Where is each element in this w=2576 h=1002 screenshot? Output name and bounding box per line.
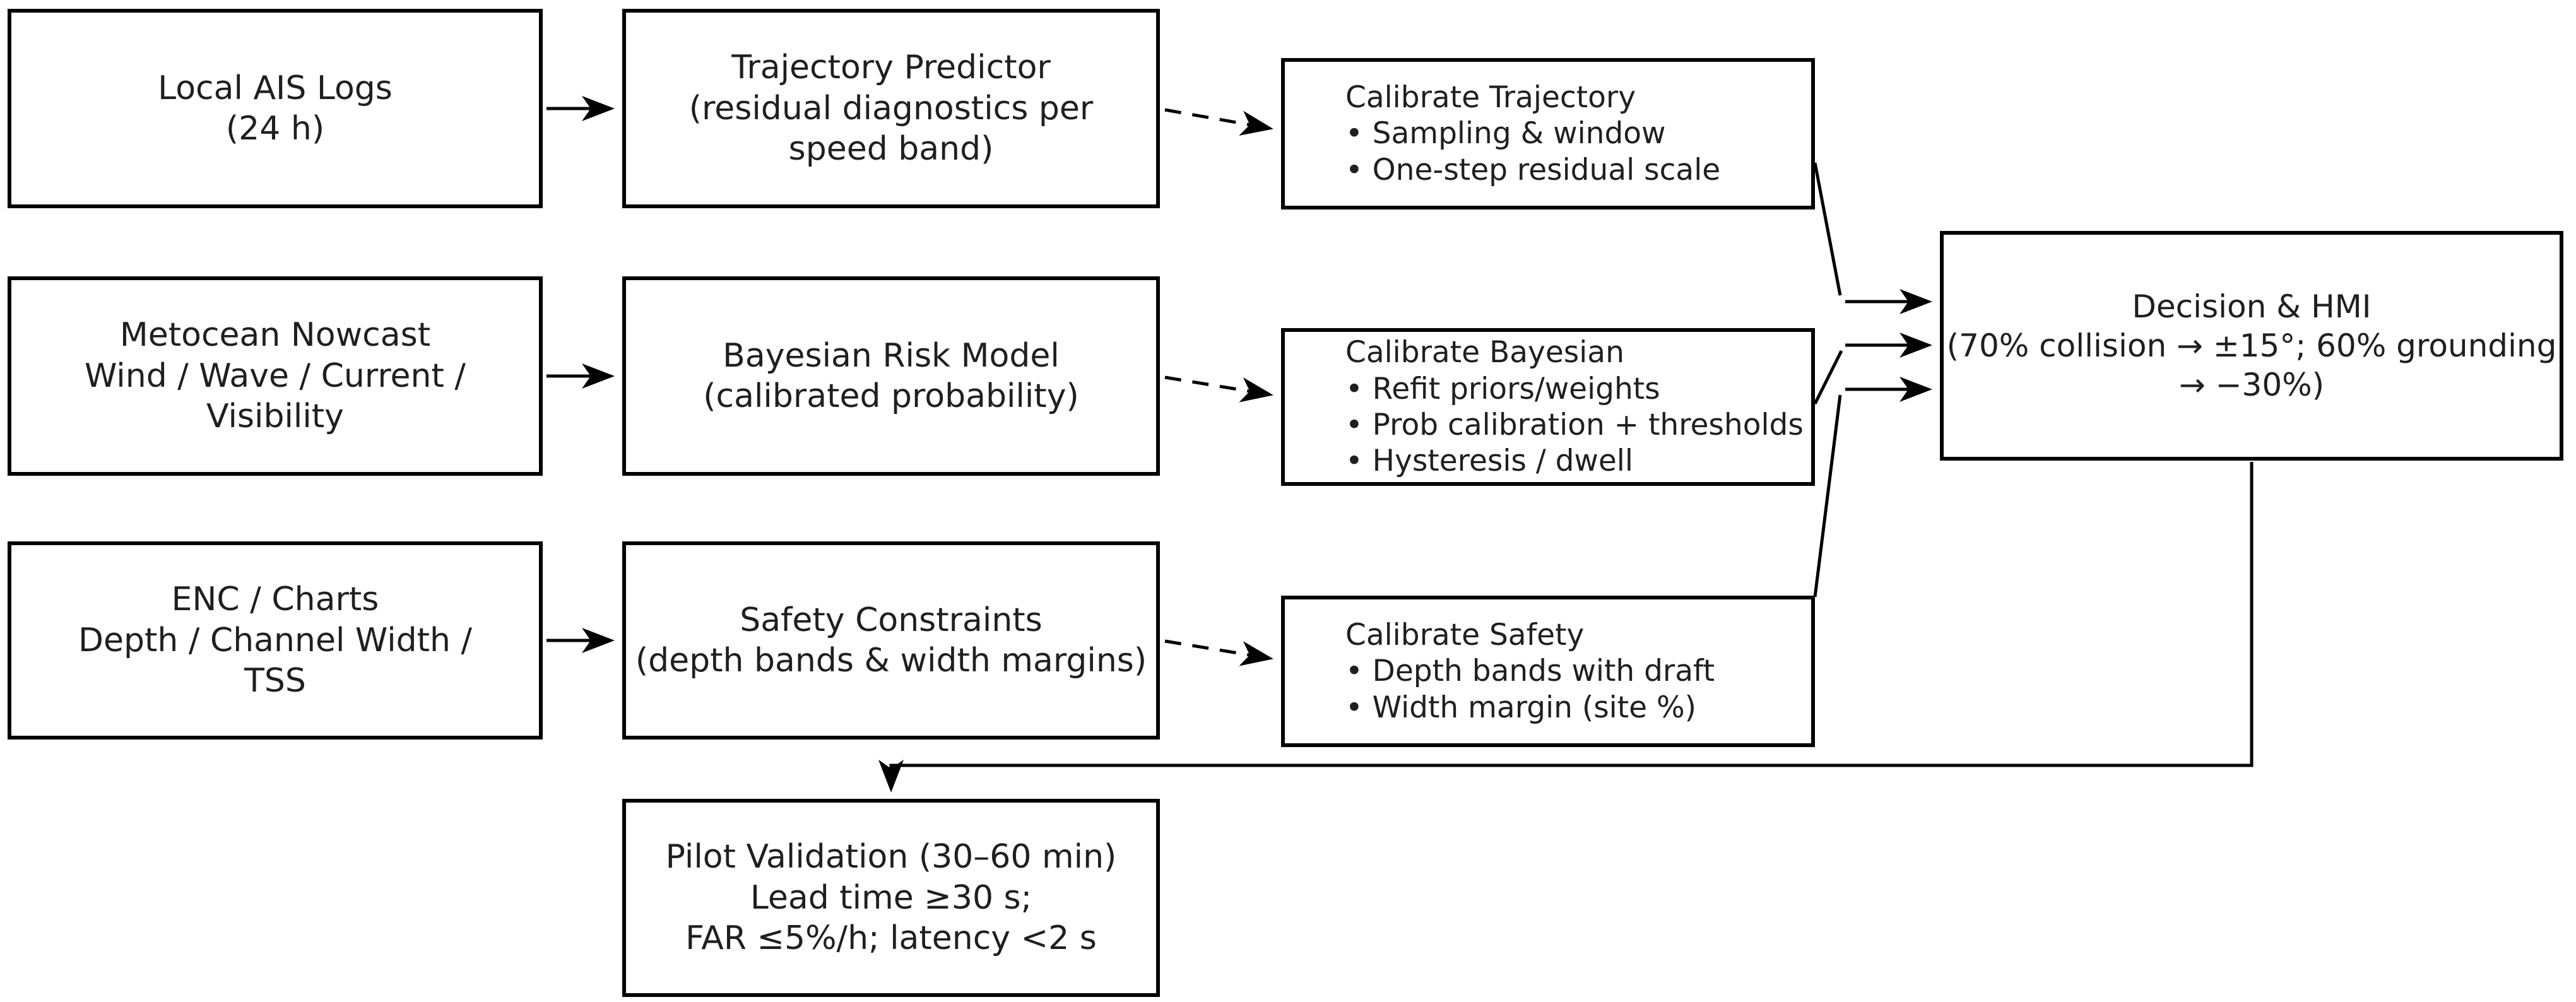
box-text-line: (residual diagnostics per	[688, 89, 1094, 127]
box-text-line: Depth / Channel Width /	[78, 621, 473, 659]
box-text-line: (70% collision → ±15°; 60% grounding	[1946, 327, 2557, 364]
box-text-line: Safety Constraints	[740, 601, 1043, 639]
box-text-line: Lead time ≥30 s;	[750, 878, 1032, 917]
box-text-line: (calibrated probability)	[703, 377, 1079, 415]
bullet-line: • Depth bands with draft	[1345, 654, 1715, 689]
box-text-line: ENC / Charts	[171, 581, 379, 619]
box-calibrate-bayesian: Calibrate Bayesian • Refit priors/weight…	[1281, 328, 1815, 486]
box-text-line: Bayesian Risk Model	[723, 336, 1060, 375]
box-text-line: Metocean Nowcast	[119, 316, 431, 355]
box-text-line: Trajectory Predictor	[731, 49, 1051, 87]
box-pilot-validation: Pilot Validation (30–60 min) Lead time ≥…	[622, 799, 1160, 997]
box-text-line: Visibility	[206, 398, 344, 436]
box-text-line: FAR ≤5%/h; latency <2 s	[685, 919, 1097, 958]
box-title-line: Calibrate Safety	[1345, 618, 1585, 652]
bullet-line: • Refit priors/weights	[1345, 371, 1660, 406]
bullet-line: • Hysteresis / dwell	[1345, 444, 1633, 479]
bullet-line: • Sampling & window	[1345, 116, 1666, 151]
arrow-safety-to-calibrate-safety	[1164, 639, 1273, 666]
connector-calibrate-safety-elbow	[1813, 394, 1842, 598]
box-text-line: Decision & HMI	[2132, 288, 2372, 325]
box-calibrate-safety: Calibrate Safety • Depth bands with draf…	[1281, 596, 1815, 747]
box-text-line: Pilot Validation (30–60 min)	[665, 838, 1117, 876]
arrow-bayesian-to-calibrate-bayesian	[1164, 375, 1273, 403]
arrow-trajectory-to-calibrate-trajectory	[1164, 108, 1273, 136]
box-bayesian-risk-model: Bayesian Risk Model (calibrated probabil…	[622, 276, 1160, 476]
box-metocean-nowcast: Metocean Nowcast Wind / Wave / Current /…	[8, 276, 543, 476]
bullet-line: • One-step residual scale	[1345, 152, 1721, 187]
bullet-line: • Prob calibration + thresholds	[1345, 408, 1804, 442]
box-text-line: Wind / Wave / Current /	[85, 357, 466, 395]
box-text-line: TSS	[244, 662, 306, 700]
box-text-line: speed band)	[788, 130, 994, 168]
box-title-line: Calibrate Trajectory	[1345, 80, 1636, 115]
box-local-ais-logs: Local AIS Logs (24 h)	[8, 9, 543, 208]
connector-calibrate-bayesian-elbow	[1813, 350, 1843, 405]
box-text-line: (24 h)	[225, 110, 325, 148]
connector-calibrate-trajectory-elbow	[1813, 162, 1842, 296]
box-title-line: Calibrate Bayesian	[1345, 335, 1624, 370]
box-text-line: (depth bands & width margins)	[635, 642, 1147, 680]
box-text-line: → −30%)	[2178, 367, 2325, 403]
bullet-line: • Width margin (site %)	[1345, 690, 1697, 725]
box-trajectory-predictor: Trajectory Predictor (residual diagnosti…	[622, 9, 1160, 208]
box-decision-hmi: Decision & HMI (70% collision → ±15°; 60…	[1940, 231, 2563, 461]
box-text-line: Local AIS Logs	[158, 69, 393, 107]
box-safety-constraints: Safety Constraints (depth bands & width …	[622, 541, 1160, 740]
box-enc-charts: ENC / Charts Depth / Channel Width / TSS	[8, 541, 543, 740]
box-calibrate-trajectory: Calibrate Trajectory • Sampling & window…	[1281, 58, 1815, 209]
